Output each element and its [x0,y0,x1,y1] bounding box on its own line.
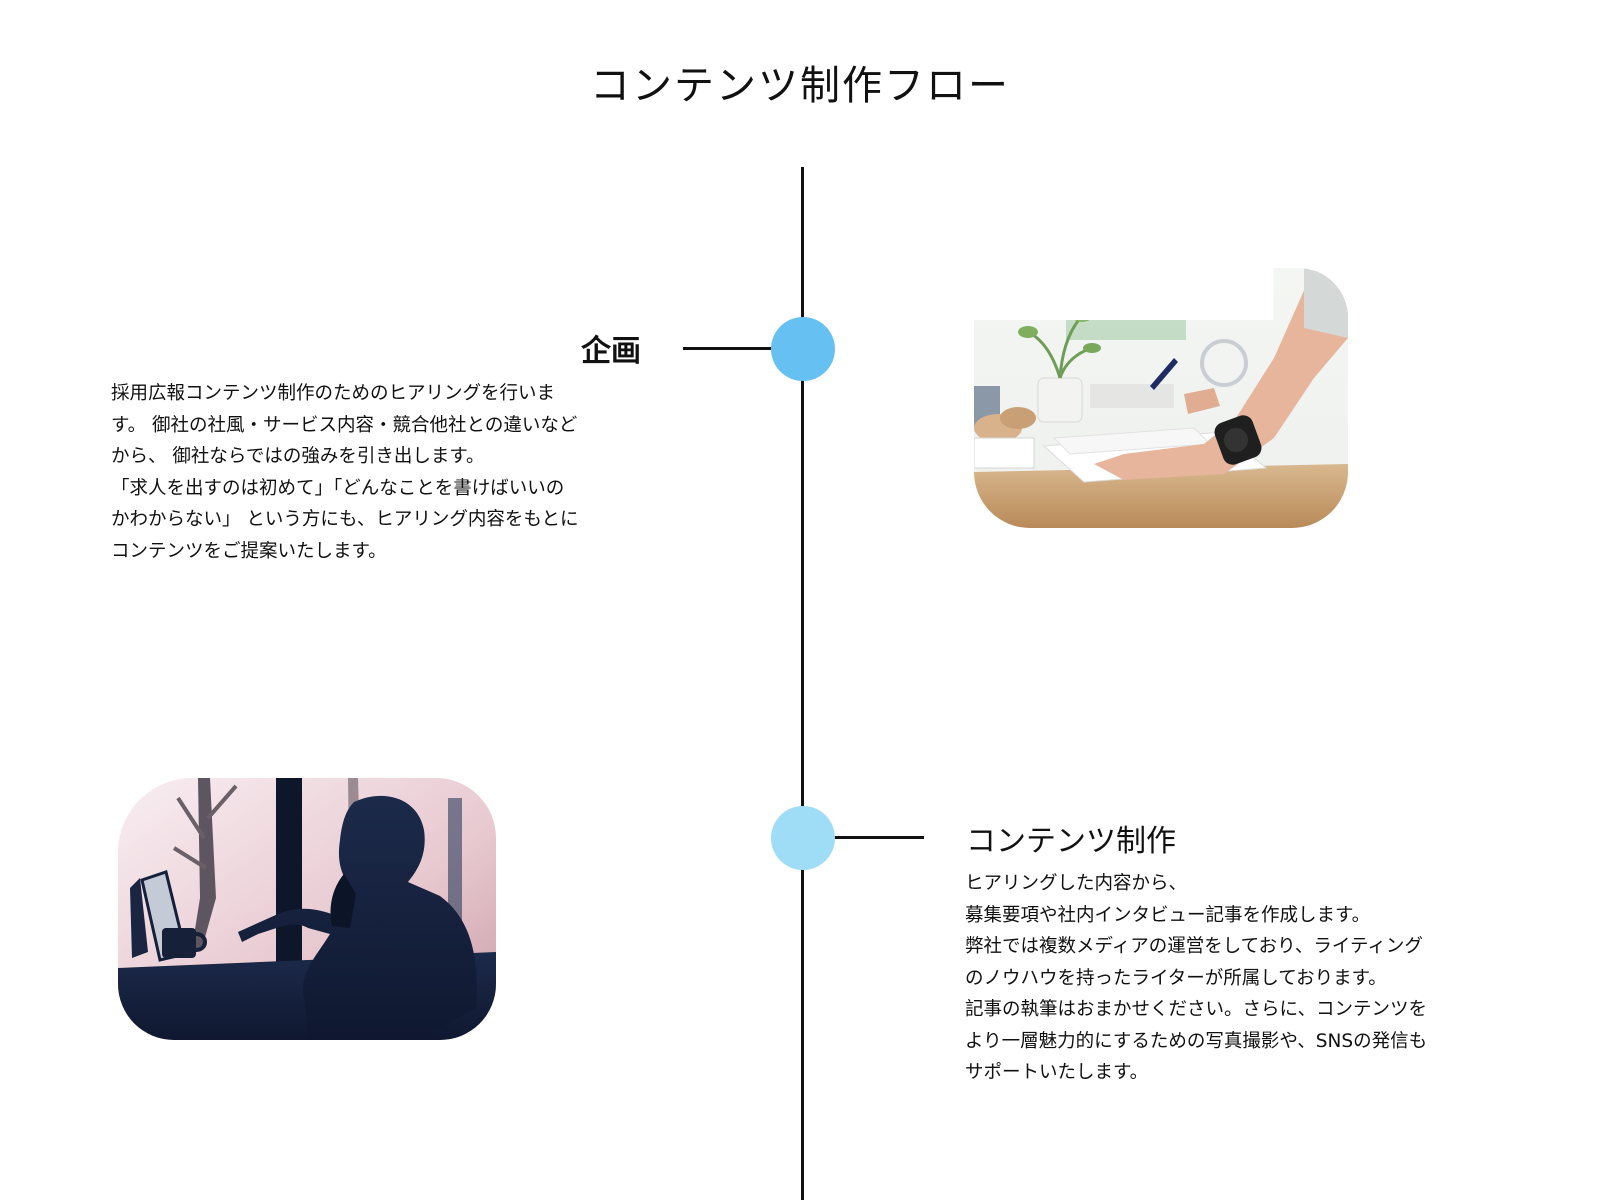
page-title: コンテンツ制作フロー [590,63,1010,109]
step-2-description-line: ヒアリングした内容から、 [965,873,1188,894]
timeline-line [801,167,804,1200]
step-2-description-line: より一層魅力的にするための写真撮影や、SNSの発信も [965,1030,1428,1052]
step-2-description-line: のノウハウを持ったライターが所属しております。 [965,967,1387,989]
step-2-description-line: 弊社では複数メディアの運営をしており、ライティング [965,936,1423,957]
step-1-description-line: す。 御社の社風・サービス内容・競合他社との違いなど [111,414,578,436]
step-1-description-line: かわからない」 という方にも、ヒアリング内容をもとに [111,509,579,530]
step-1-description-line: 「求人を出すのは初めて」「どんなことを書けばいいの [111,477,565,499]
step-2-description: ヒアリングした内容から、 募集要項や社内インタビュー記事を作成します。 弊社では… [965,868,1500,1089]
step-1-description-line: コンテンツをご提案いたします。 [111,540,387,562]
step-2-connector [804,836,924,839]
step-2-photo-person-at-laptop [118,778,496,1040]
step-2-description-line: 募集要項や社内インタビュー記事を作成します。 [965,904,1371,926]
meeting-photo-illustration [974,268,1348,528]
step-1-description-line: 採用広報コンテンツ制作のためのヒアリングを行いま [111,383,556,404]
step-1-photo-meeting [974,268,1348,528]
step-1-title: 企画 [581,334,641,369]
step-1-description-line: から、 御社ならではの強みを引き出します。 [111,446,485,467]
step-2-title: コンテンツ制作 [966,824,1176,859]
step-2-description-line: サポートいたします。 [965,1062,1149,1083]
laptop-silhouette-illustration [118,778,496,1040]
step-1-connector [683,347,801,350]
step-1-description: 採用広報コンテンツ制作のためのヒアリングを行いま す。 御社の社風・サービス内容… [111,378,646,567]
step-2-description-line: 記事の執筆はおまかせください。さらに、コンテンツを [965,999,1427,1020]
step-1-timeline-dot [771,317,835,381]
step-2-timeline-dot [771,806,835,870]
